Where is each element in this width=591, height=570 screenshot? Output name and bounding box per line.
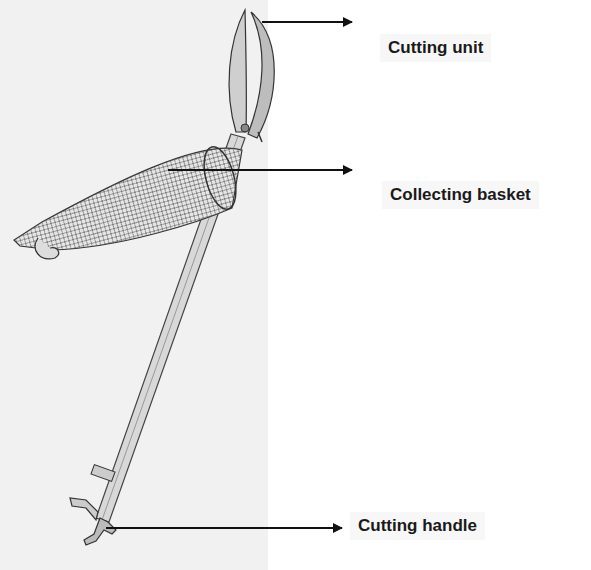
collecting-basket <box>14 148 242 250</box>
clamp <box>91 465 115 482</box>
blade-pivot <box>241 124 249 132</box>
part-label: Cutting unit <box>380 34 491 62</box>
part-label: Collecting basket <box>382 181 539 209</box>
basket-mesh <box>14 148 242 250</box>
cutting-handle <box>84 518 116 545</box>
basket-knot <box>35 238 58 259</box>
basket-rim <box>198 143 242 212</box>
leader-arrow <box>106 527 342 529</box>
leader-arrow <box>168 169 352 171</box>
part-label: Cutting handle <box>350 512 485 540</box>
background-panel <box>0 0 268 570</box>
moving-blade <box>248 12 274 138</box>
spring <box>258 132 262 142</box>
handle-lever <box>70 498 98 520</box>
fixed-blade <box>229 10 246 132</box>
leader-arrow <box>262 21 352 23</box>
